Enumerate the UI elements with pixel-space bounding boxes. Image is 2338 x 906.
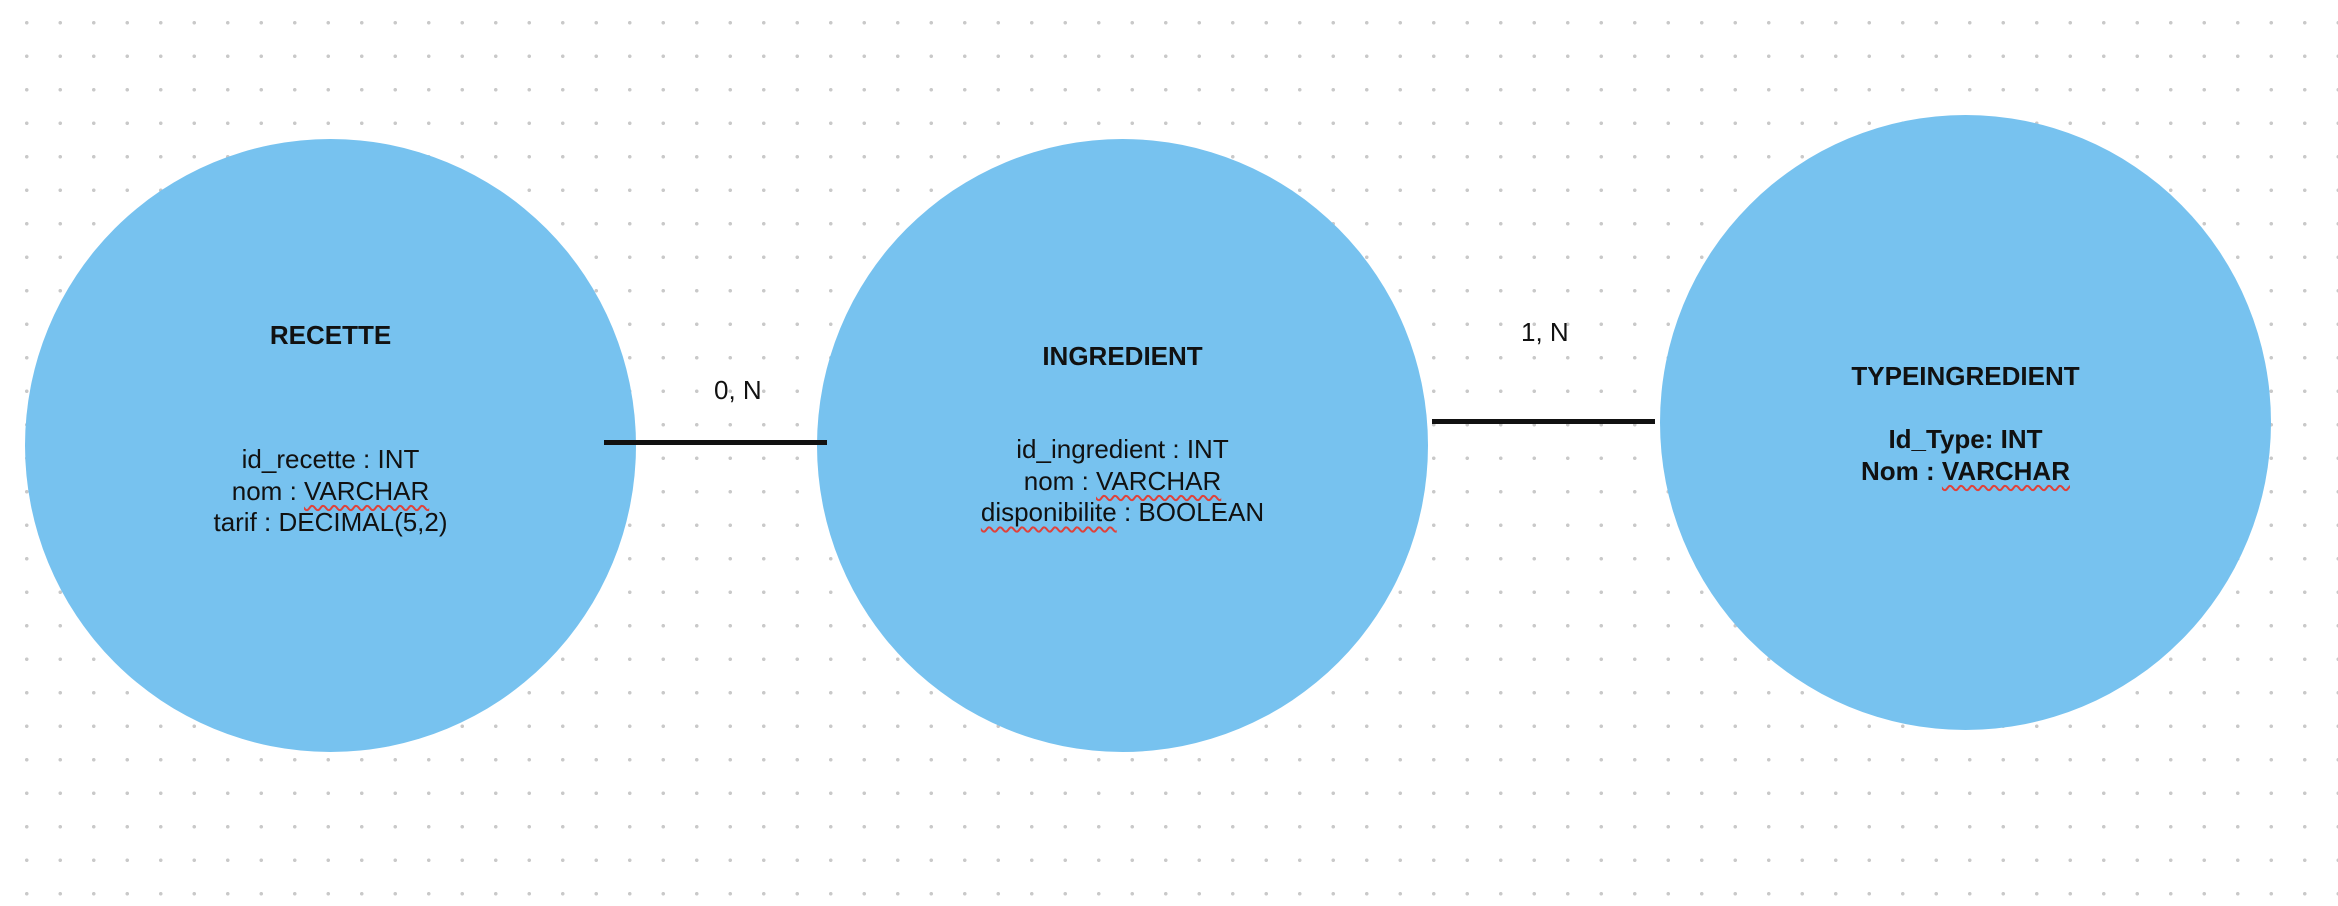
cardinality-label[interactable]: 0, N bbox=[714, 375, 762, 405]
attribute-name: nom bbox=[231, 475, 283, 506]
entity-title: TYPEINGREDIENT bbox=[1851, 361, 2080, 391]
attribute-name: id_ingredient bbox=[1016, 434, 1166, 464]
attribute-name: Id_Type bbox=[1888, 424, 1985, 454]
attribute-list: id_ingredient : INT nom : VARCHAR dispon… bbox=[817, 434, 1428, 529]
attribute-nom: Nom : VARCHAR bbox=[1861, 455, 2070, 486]
relationship-line-recette-ingredient[interactable] bbox=[604, 440, 827, 445]
attribute-name: disponibilite bbox=[980, 497, 1117, 527]
attribute-name: tarif bbox=[213, 507, 257, 537]
relationship-line-ingredient-typeingredient[interactable] bbox=[1432, 419, 1655, 424]
cardinality-label[interactable]: 1, N bbox=[1521, 317, 1569, 347]
attribute-name: id_recette bbox=[241, 444, 356, 474]
attribute-type: DECIMAL(5,2) bbox=[278, 507, 448, 537]
attribute-nom: nom : VARCHAR bbox=[1023, 465, 1222, 496]
attribute-type: VARCHAR bbox=[1096, 465, 1222, 496]
attribute-type: INT bbox=[1186, 434, 1229, 464]
attribute-tarif: tarif : DECIMAL(5,2) bbox=[213, 507, 448, 537]
attribute-type: VARCHAR bbox=[1941, 455, 2070, 486]
attribute-type: INT bbox=[2000, 424, 2043, 454]
attribute-type: BOOLEAN bbox=[1138, 497, 1265, 527]
entity-title: INGREDIENT bbox=[1042, 341, 1203, 371]
entity-typeingredient[interactable]: TYPEINGREDIENT Id_Type: INT Nom : VARCHA… bbox=[1660, 115, 2271, 730]
attribute-list: Id_Type: INT Nom : VARCHAR bbox=[1660, 424, 2271, 487]
attribute-list: id_recette : INT nom : VARCHAR tarif : D… bbox=[25, 444, 636, 539]
attribute-name: nom bbox=[1023, 465, 1075, 496]
attribute-nom: nom : VARCHAR bbox=[231, 475, 430, 506]
attribute-type: INT bbox=[377, 444, 420, 474]
entity-recette[interactable]: RECETTE id_recette : INT nom : VARCHAR t… bbox=[25, 139, 636, 752]
entity-ingredient[interactable]: INGREDIENT id_ingredient : INT nom : VAR… bbox=[817, 139, 1428, 752]
attribute-type: VARCHAR bbox=[304, 475, 430, 506]
attribute-id-type: Id_Type: INT bbox=[1888, 424, 2043, 454]
attribute-name: Nom bbox=[1861, 455, 1919, 486]
attribute-id-recette: id_recette : INT bbox=[241, 444, 420, 474]
attribute-disponibilite: disponibilite : BOOLEAN bbox=[980, 497, 1265, 527]
entity-title: RECETTE bbox=[269, 320, 392, 350]
attribute-id-ingredient: id_ingredient : INT bbox=[1016, 434, 1229, 464]
